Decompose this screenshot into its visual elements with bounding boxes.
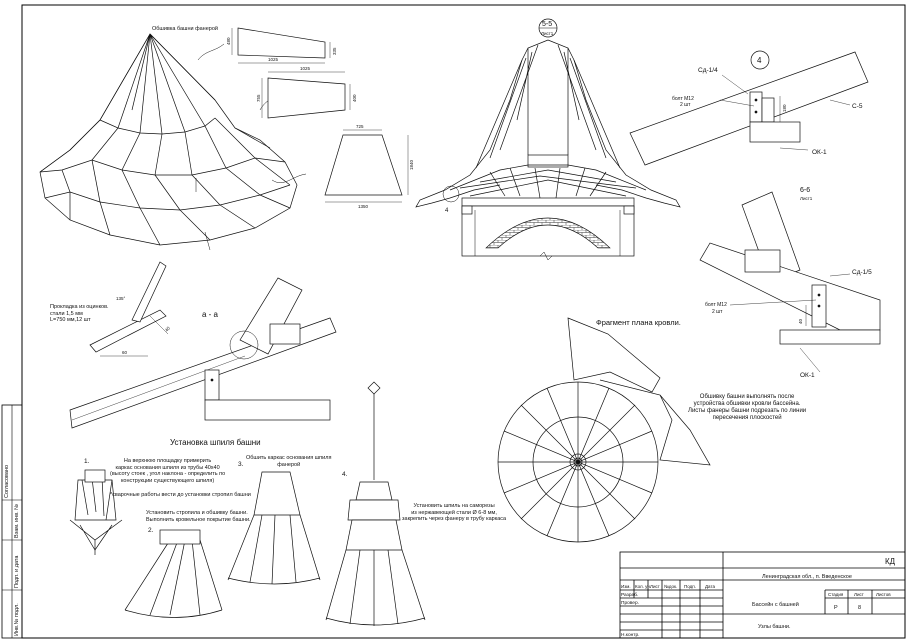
dim-sheet-mid-right: 400 bbox=[352, 94, 357, 102]
roof-plan-note: Обшивку башни выполнять после устройства… bbox=[688, 394, 807, 421]
tower-roof-label: Обшивка башни фанерой bbox=[152, 25, 218, 32]
gasket-dim-60: 60 bbox=[122, 350, 128, 355]
spire-step-4 bbox=[325, 381, 426, 626]
node-4-s5: С-5 bbox=[852, 103, 863, 110]
margin-inv-orig: Инв.№ подл. bbox=[14, 603, 20, 636]
title-block bbox=[619, 551, 906, 639]
step3-number: 3. bbox=[238, 461, 244, 468]
spire-step-1 bbox=[69, 469, 123, 555]
dim-sheet-mid-left: 755 bbox=[256, 94, 261, 102]
step4-number: 4. bbox=[342, 471, 348, 478]
section-a-a-view bbox=[69, 261, 337, 429]
step4-text: Установить шпиль на саморезы из нержавею… bbox=[402, 503, 507, 522]
tb-code: КД bbox=[885, 557, 896, 566]
node-4-circle: 4 bbox=[757, 56, 762, 65]
step2-number: 2. bbox=[148, 527, 154, 534]
node-6-dim: 40 bbox=[798, 318, 803, 324]
gasket-dim-angle: 135° bbox=[116, 296, 126, 301]
tb-stage-head: Стадия bbox=[828, 592, 844, 597]
roof-plan-view bbox=[497, 317, 711, 543]
sheet-frame bbox=[1, 4, 906, 639]
margin-agreed: Согласовано bbox=[4, 465, 10, 498]
gasket-note: Прокладка из оцинков. стали 1,5 мм L=750… bbox=[50, 304, 109, 323]
step1-text: На верхнюю площадку примерить каркас осн… bbox=[110, 458, 226, 484]
node-4-bolt: болт М12 bbox=[672, 96, 694, 102]
dim-sheet-top-side: 335 bbox=[332, 47, 337, 55]
tb-col-sign: Подп. bbox=[684, 584, 696, 589]
tb-col-list: Лист bbox=[650, 584, 660, 589]
gasket-dim-40: 40 bbox=[164, 325, 171, 332]
plywood-sheet-mid bbox=[261, 71, 351, 119]
node-4-view bbox=[629, 50, 869, 166]
node-6-sd15: Сд-1/5 bbox=[852, 269, 872, 276]
tb-col-izm: Изм. bbox=[621, 584, 631, 589]
step1-number: 1. bbox=[84, 458, 90, 465]
margin-labels: Согласовано Взам. инв. № Подп. и дата Ин… bbox=[4, 465, 20, 636]
tower-cladding-view bbox=[39, 33, 307, 251]
section-6-6-number: 6-6 bbox=[800, 187, 810, 194]
section-5-5-sheet: Лист1 bbox=[541, 31, 554, 36]
node-4-sd14: Сд-1/4 bbox=[698, 67, 718, 74]
title-block-text: КД Ленинградская обл., п. Введенское Изм… bbox=[621, 557, 896, 638]
section-5-5-view bbox=[415, 18, 681, 261]
node-6-bolt-qty: 2 шт bbox=[712, 309, 723, 315]
plywood-sheet-trapezoid bbox=[324, 129, 409, 203]
tb-control: Н.контр. bbox=[621, 632, 639, 638]
tb-col-kol: Кол. уч. bbox=[635, 584, 651, 589]
tb-address: Ленинградская обл., п. Введенское bbox=[762, 574, 852, 580]
margin-sign-date: Подп. и дата bbox=[14, 555, 20, 588]
spire-step-2 bbox=[124, 529, 223, 618]
dim-sheet-top-h: 480 bbox=[226, 37, 231, 45]
section-6-6-sheet: Лист1 bbox=[800, 196, 813, 201]
dim-trap-bottom: 1350 bbox=[358, 204, 369, 209]
spire-step-3 bbox=[227, 471, 321, 585]
tb-col-doc: №док. bbox=[664, 584, 677, 589]
section-5-5-callout: 4 bbox=[445, 208, 449, 214]
section-5-5-number: 5-5 bbox=[542, 21, 552, 28]
tb-check: Провер. bbox=[621, 600, 639, 606]
plywood-sheet-top bbox=[231, 27, 331, 64]
dim-sheet-mid-w: 1025 bbox=[300, 66, 311, 71]
step2-text: Установить стропила и обшивку башни. Вып… bbox=[146, 510, 251, 523]
tb-col-date: Дата bbox=[705, 584, 715, 589]
node-6-bolt: болт М12 bbox=[705, 302, 727, 308]
tb-drawing-title: Узлы башни. bbox=[758, 624, 791, 630]
dim-trap-height: 1840 bbox=[409, 159, 414, 170]
node-4-ok1: ОК-1 bbox=[812, 149, 827, 156]
dim-sheet-top-w: 1025 bbox=[268, 57, 279, 62]
margin-inv-replace: Взам. инв. № bbox=[14, 504, 20, 538]
node-6-ok1: ОК-1 bbox=[800, 372, 815, 379]
section-a-a-label: а - а bbox=[202, 310, 219, 319]
step1-weld-note: *сварочные работы вести до установки стр… bbox=[110, 492, 251, 498]
tb-develop: Разраб. bbox=[621, 592, 638, 598]
tb-sheet-no: 8 bbox=[858, 605, 861, 611]
tb-stage: Р bbox=[834, 605, 838, 611]
tb-sheet-head: Лист bbox=[854, 592, 864, 597]
step3-text: Обшить каркас основания шпиля фанерой bbox=[246, 455, 332, 468]
node-4-dim: 180 bbox=[782, 104, 787, 112]
tb-object: Бассейн с башней bbox=[752, 601, 799, 608]
spire-title: Установка шпиля башни bbox=[170, 438, 261, 447]
tb-sheets-head: Листов bbox=[876, 592, 891, 597]
section-6-6-view bbox=[699, 191, 881, 373]
dim-trap-top: 725 bbox=[356, 124, 364, 129]
roof-plan-title: Фрагмент плана кровли. bbox=[596, 318, 681, 327]
node-4-bolt-qty: 2 шт bbox=[680, 102, 691, 108]
